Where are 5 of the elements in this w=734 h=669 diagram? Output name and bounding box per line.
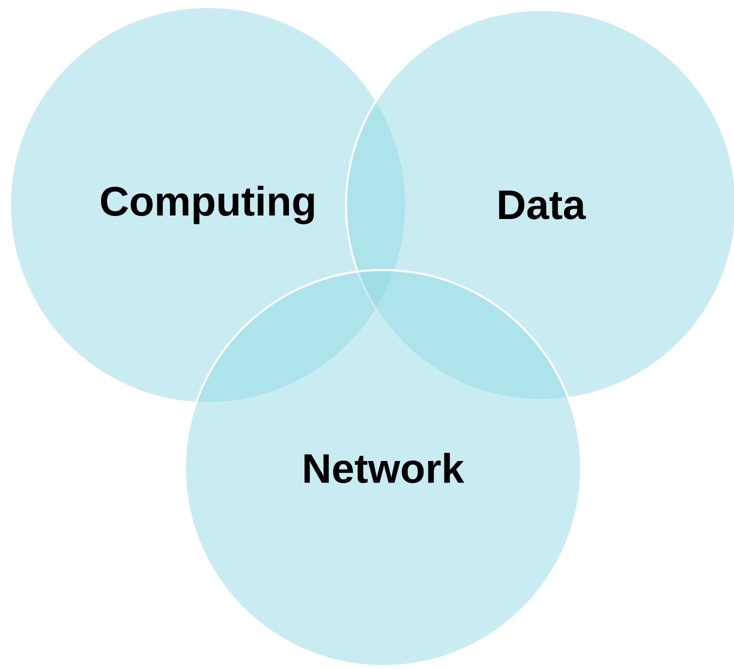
circle-label: Network: [304, 452, 464, 484]
circle-label: Data: [499, 190, 586, 220]
circle-label: Computing: [101, 186, 314, 224]
venn-circle: [345, 9, 734, 401]
venn-circle: [184, 269, 582, 667]
